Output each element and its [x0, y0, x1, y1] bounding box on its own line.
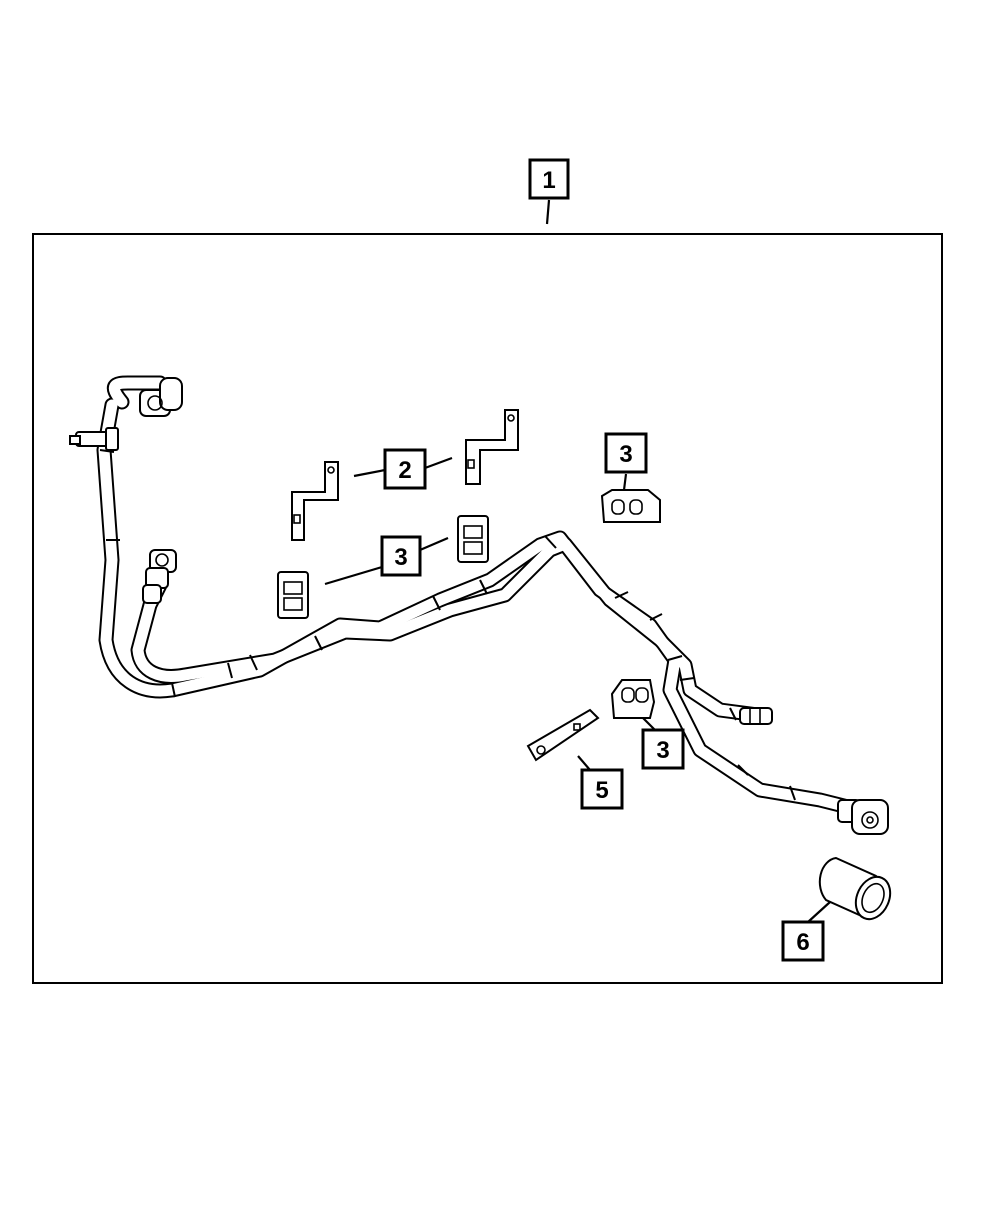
callout-5-label: 5 [595, 777, 608, 804]
callout-3-lower: 3 [641, 717, 685, 770]
fuel-line-assembly [69, 375, 889, 835]
clip-upper-mid [457, 515, 489, 563]
clip-upper-right [600, 489, 661, 523]
callout-3-left: 3 [324, 535, 449, 586]
clip-lower [610, 679, 656, 719]
callout-6: 6 [781, 901, 831, 962]
callout-3-top: 3 [604, 432, 648, 491]
strap [526, 708, 600, 762]
assembly-frame [32, 233, 943, 984]
sleeve [818, 856, 892, 921]
quick-connector-top [139, 377, 183, 417]
clip-upper-left [277, 571, 309, 619]
bracket-right [465, 409, 519, 485]
callout-5: 5 [577, 755, 624, 810]
callout-1: 1 [528, 158, 570, 225]
callout-6-label: 6 [796, 929, 809, 956]
callout-3-top-label: 3 [619, 441, 632, 468]
callout-2: 2 [353, 448, 453, 490]
quick-connector-mid [142, 549, 177, 604]
quick-connector-left [69, 427, 119, 451]
callout-3-left-label: 3 [394, 544, 407, 571]
quick-connector-bottom [837, 799, 889, 835]
bracket-left [291, 461, 339, 541]
end-fitting-right [739, 707, 773, 725]
callout-2-label: 2 [398, 457, 411, 484]
callout-3-lower-label: 3 [656, 737, 669, 764]
callout-1-label: 1 [542, 167, 555, 194]
